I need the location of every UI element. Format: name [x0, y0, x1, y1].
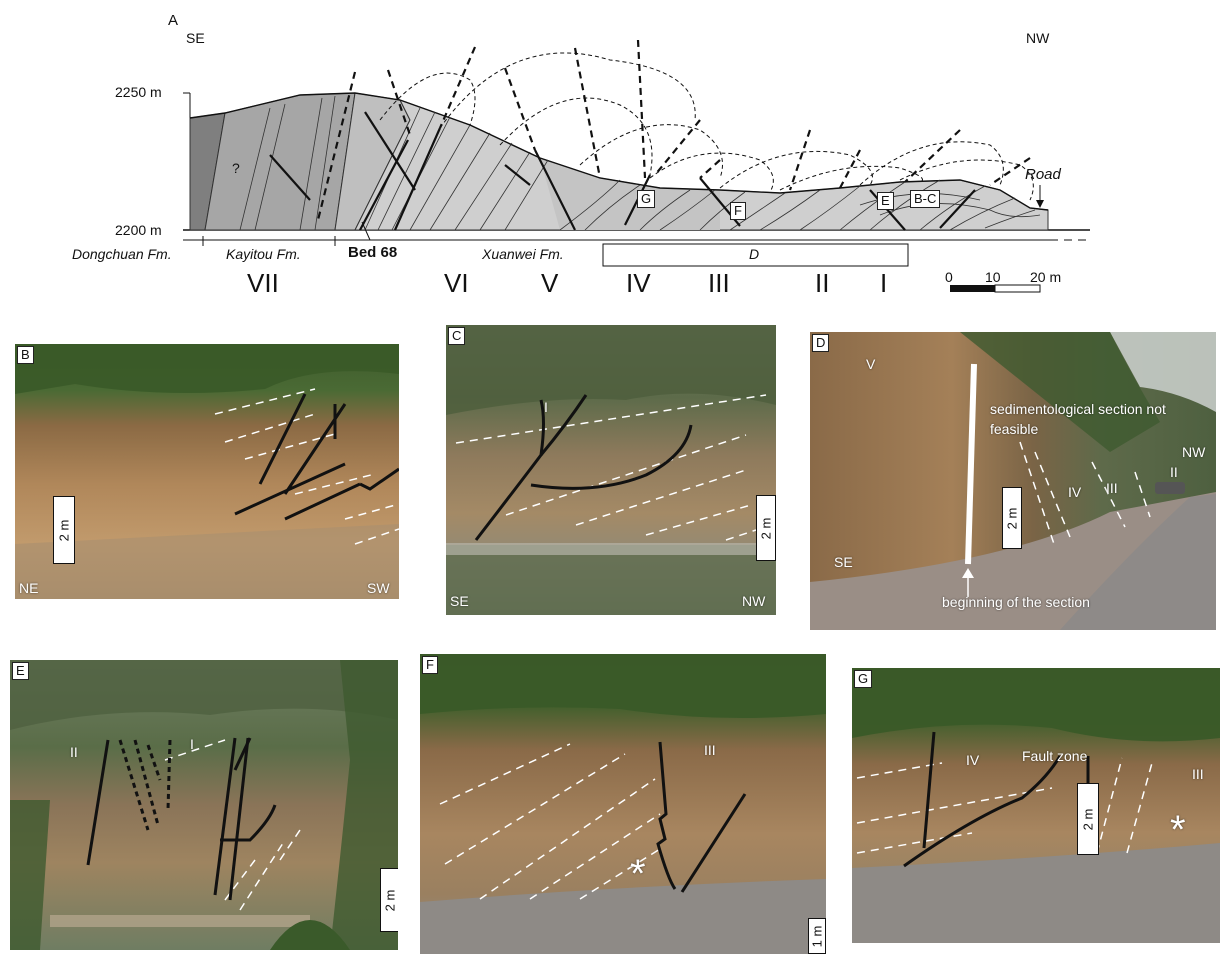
elevation-top-label: 2250 m [115, 84, 162, 100]
location-b-c: B-C [910, 190, 941, 208]
photo-c-overlay [446, 325, 776, 615]
photo-g-letter: G [854, 670, 873, 688]
direction-nw: NW [1026, 30, 1050, 46]
photo-e-scale-bar: 2 m [380, 868, 398, 932]
unit-iv: IV [626, 268, 651, 298]
photo-b: B NE SW 2 m [15, 344, 399, 599]
direction-se: SE [186, 30, 205, 46]
cross-section-panel: A SE NW 2250 m 2200 m ? Road Bed 68 Dong… [0, 0, 1220, 305]
photo-e-scale-label: 2 m [382, 889, 398, 911]
photo-c-unit: I [544, 399, 548, 415]
photo-c-scale-bar: 2 m [756, 495, 776, 561]
photo-e-overlay [10, 660, 398, 950]
photo-d-nw: NW [1182, 444, 1206, 460]
photo-b-overlay [15, 344, 399, 599]
location-e: E [877, 192, 894, 210]
photo-e-unit-i: I [190, 736, 194, 752]
photo-f-letter: F [422, 656, 438, 674]
photo-b-scale-label: 2 m [56, 519, 72, 541]
photo-g: G IV Fault zone III * 2 m [852, 668, 1220, 943]
location-g: G [637, 190, 656, 208]
photo-d-scale-bar: 2 m [1002, 487, 1022, 549]
elevation-bottom-label: 2200 m [115, 222, 162, 238]
formation-xuanwei: Xuanwei Fm. [482, 246, 564, 262]
photo-c-nw: NW [742, 593, 766, 609]
photo-b-scale-bar: 2 m [53, 496, 75, 564]
panel-letter-a: A [168, 12, 179, 29]
photo-g-star: * [1170, 808, 1186, 852]
photo-d: D V sedimentological section not feasibl… [810, 332, 1216, 630]
photo-d-unit-v: V [866, 356, 876, 372]
photo-d-se: SE [834, 554, 853, 570]
unit-iii: III [708, 268, 730, 298]
photo-f-overlay [420, 654, 826, 954]
scale-tick-20: 20 m [1030, 269, 1062, 285]
d-box-label: D [749, 246, 760, 262]
photo-g-scale-label: 2 m [1080, 808, 1096, 830]
scale-tick-0: 0 [945, 269, 953, 285]
road-label: Road [1025, 166, 1061, 183]
bed-68-label: Bed 68 [348, 244, 398, 261]
photo-c-letter: C [448, 327, 466, 345]
photo-d-note-text: sedimentological section not feasible [990, 401, 1166, 437]
photo-c-se: SE [450, 593, 469, 609]
photo-e: E II I 2 m [10, 660, 398, 950]
photo-g-scale-bar: 2 m [1077, 783, 1099, 855]
photo-g-unit-iv: IV [966, 752, 980, 768]
photo-f-unit-iii: III [704, 742, 716, 758]
location-f: F [730, 202, 746, 220]
photo-g-overlay [852, 668, 1220, 943]
photo-f-star: * [630, 852, 646, 896]
photo-b-sw: SW [367, 580, 390, 596]
photo-d-note: sedimentological section not feasible [990, 399, 1180, 439]
unit-ii: II [815, 268, 830, 298]
photo-c-scale-label: 2 m [758, 517, 774, 539]
photo-e-letter: E [12, 662, 29, 680]
photo-d-unit-ii: II [1170, 464, 1178, 480]
photo-f: F III * 1 m [420, 654, 826, 954]
photo-b-ne: NE [19, 580, 39, 596]
photo-c: C I SE NW 2 m [446, 325, 776, 615]
photo-d-letter: D [812, 334, 830, 352]
photo-d-overlay [810, 332, 1216, 630]
photo-e-unit-ii: II [70, 744, 78, 760]
photo-b-letter: B [17, 346, 34, 364]
photo-d-caption: beginning of the section [942, 594, 1090, 610]
formation-kayitou: Kayitou Fm. [226, 246, 301, 262]
unit-vii: VII [247, 268, 279, 298]
photo-f-scale-label: 1 m [809, 925, 825, 947]
scale-tick-10: 10 [985, 269, 1001, 285]
photo-g-unit-iii: III [1192, 766, 1204, 782]
photo-d-unit-iv: IV [1068, 484, 1082, 500]
photo-d-scale-label: 2 m [1004, 507, 1020, 529]
unit-i: I [880, 268, 888, 298]
photo-d-unit-iii: III [1106, 480, 1118, 496]
photo-f-scale-bar: 1 m [808, 918, 826, 954]
cross-section-drawing [183, 39, 1090, 293]
unit-v: V [541, 268, 559, 298]
unit-vi: VI [444, 268, 469, 298]
photo-g-fault-zone: Fault zone [1022, 748, 1088, 764]
unknown-mark: ? [232, 160, 240, 176]
formation-dongchuan: Dongchuan Fm. [72, 246, 172, 262]
